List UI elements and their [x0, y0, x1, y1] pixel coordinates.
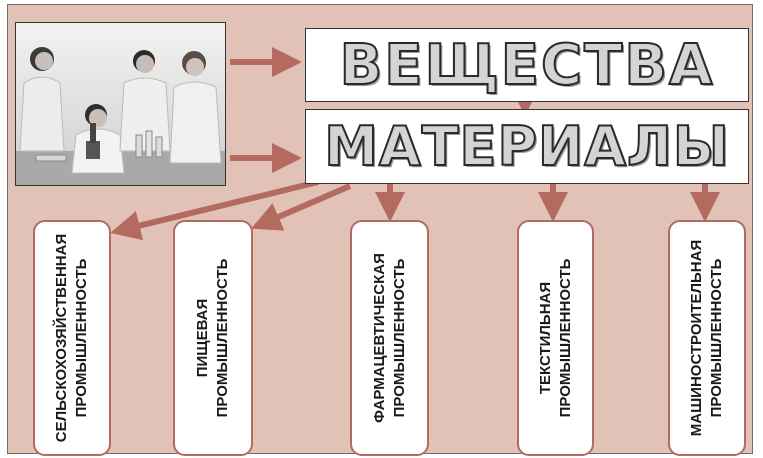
industry-box-agriculture: СЕЛЬСКОХОЗЯЙСТВЕННАЯ ПРОМЫШЛЕННОСТЬ: [33, 220, 111, 456]
industry-line2: ПРОМЫШЛЕННОСТЬ: [390, 258, 408, 418]
scientists-lab-photo: [15, 22, 226, 186]
industry-label: ПИЩЕВАЯ ПРОМЫШЛЕННОСТЬ: [193, 259, 233, 418]
industry-line2: ПРОМЫШЛЕННОСТЬ: [73, 258, 90, 418]
industry-line1: СЕЛЬСКОХОЗЯЙСТВЕННАЯ: [53, 233, 70, 443]
industry-label: СЕЛЬСКОХОЗЯЙСТВЕННАЯ ПРОМЫШЛЕННОСТЬ: [52, 234, 92, 442]
materials-title: МАТЕРИАЛЫ: [323, 114, 730, 179]
industry-label: МАШИНОСТРОИТЕЛЬНАЯ ПРОМЫШЛЕННОСТЬ: [687, 240, 727, 436]
industry-line1: МАШИНОСТРОИТЕЛЬНАЯ: [688, 239, 705, 437]
materials-banner: МАТЕРИАЛЫ: [305, 109, 749, 184]
substances-banner: ВЕЩЕСТВА: [305, 28, 749, 102]
industry-line1: ТЕКСТИЛЬНАЯ: [536, 281, 554, 395]
industry-line2: ПРОМЫШЛЕННОСТЬ: [556, 258, 574, 418]
industry-box-textile: ТЕКСТИЛЬНАЯ ПРОМЫШЛЕННОСТЬ: [517, 220, 594, 456]
industry-line1: ФАРМАЦЕВТИЧЕСКАЯ: [370, 253, 388, 423]
substances-title: ВЕЩЕСТВА: [339, 32, 715, 99]
photo-illustration: [16, 23, 225, 185]
industry-box-pharmaceutical: ФАРМАЦЕВТИЧЕСКАЯ ПРОМЫШЛЕННОСТЬ: [350, 220, 429, 456]
industry-line1: ПИЩЕВАЯ: [194, 298, 211, 378]
arrow-to-food: [250, 183, 352, 231]
arrow-to-agriculture: [110, 179, 319, 241]
industry-label: ФАРМАЦЕВТИЧЕСКАЯ ПРОМЫШЛЕННОСТЬ: [370, 253, 410, 423]
industry-line2: ПРОМЫШЛЕННОСТЬ: [214, 258, 231, 418]
industry-label: ТЕКСТИЛЬНАЯ ПРОМЫШЛЕННОСТЬ: [536, 259, 576, 418]
industry-line2: ПРОМЫШЛЕННОСТЬ: [708, 258, 725, 418]
industry-box-machine-building: МАШИНОСТРОИТЕЛЬНАЯ ПРОМЫШЛЕННОСТЬ: [668, 220, 746, 456]
industry-box-food: ПИЩЕВАЯ ПРОМЫШЛЕННОСТЬ: [173, 220, 253, 456]
